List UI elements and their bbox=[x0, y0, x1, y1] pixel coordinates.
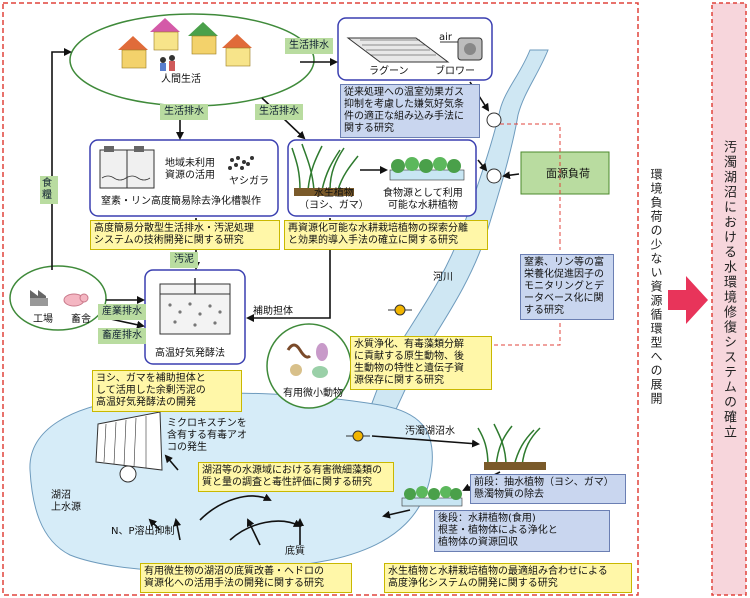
research-decentralized-system: 高度簡易分散型生活排水・汚泥処理 システムの技術開発に関する研究 bbox=[90, 220, 280, 250]
research-hydroponic-search: 再資源化可能な水耕栽培植物の探索分離 と効果的導入手法の確立に関する研究 bbox=[284, 220, 488, 250]
river-node-upper bbox=[486, 112, 502, 128]
label-livestock-wastewater: 畜産排水 bbox=[98, 328, 146, 344]
outer-frame bbox=[2, 2, 639, 596]
research-monitoring: 窒素、リン等の富 栄養化促進因子の モニタリングとデ ータベース化に関 する研究 bbox=[520, 254, 614, 320]
arrow-lake-flow-1 bbox=[199, 493, 272, 521]
lake-outlet-marker bbox=[346, 430, 370, 442]
label-sludge: 汚泥 bbox=[170, 252, 198, 268]
arrow-hydro-to-lake bbox=[382, 509, 411, 519]
skimmer-icon bbox=[95, 411, 163, 483]
big-red-arrow bbox=[668, 276, 708, 324]
yashigara-icon bbox=[228, 156, 254, 170]
house-icon bbox=[188, 22, 218, 55]
label-domestic-wastewater-top: 生活排水 bbox=[285, 38, 333, 54]
arrow-np-2 bbox=[173, 518, 182, 541]
pig-icon bbox=[63, 293, 89, 307]
house-icon bbox=[222, 34, 252, 67]
microorganism-icon bbox=[286, 343, 328, 378]
septic-tank-icon bbox=[99, 146, 155, 189]
label-useful-microorganisms: 有用微小動物 bbox=[283, 388, 343, 399]
arrow-np-1 bbox=[148, 518, 161, 531]
arrow-lake-to-skimmer bbox=[164, 454, 179, 471]
label-river: 河川 bbox=[433, 272, 453, 283]
research-toxic-algae: 湖沼等の水源域における有害微細藻類の 質と量の調査と毒性評価に関する研究 bbox=[198, 462, 394, 492]
label-nonpoint-source: 面源負荷 bbox=[546, 167, 590, 180]
label-hydroponic-plant: 食物源として利用 可能な水耕植物 bbox=[383, 188, 463, 211]
research-surplus-sludge: ヨシ、ガマを補助担体と して活用した余剰汚泥の 高温好気発酵法の開発 bbox=[92, 370, 242, 412]
emergent-plant-icon bbox=[477, 423, 541, 467]
arrow-lake-flow-2 bbox=[229, 519, 302, 541]
label-np-elution: N、P溶出抑制 bbox=[111, 526, 175, 537]
label-food: 食糧 bbox=[40, 176, 58, 204]
label-microcystin: ミクロキスチンを 含有する有毒アオ コの発生 bbox=[167, 418, 247, 453]
research-optimal-combination: 水生植物と水耕栽培植物の最適組み合わせによる 高度浄化システムの開発に関する研究 bbox=[384, 563, 632, 593]
label-lagoon: ラグーン bbox=[369, 66, 409, 77]
nonpoint-source-box bbox=[520, 151, 610, 195]
label-aux-carrier: 補助担体 bbox=[253, 306, 293, 317]
label-rear-stage: 後段：水耕植物(食用) 根茎・植物体による浄化と 植物体の資源回収 bbox=[434, 510, 610, 552]
human-life-ellipse bbox=[69, 13, 315, 107]
label-polluted-lake-water: 汚濁湖沼水 bbox=[405, 426, 455, 437]
lagoon-grid-icon bbox=[360, 39, 436, 56]
label-human-life: 人間生活 bbox=[161, 74, 201, 85]
people-icon bbox=[160, 55, 175, 71]
arrow-sediment-up-1 bbox=[246, 518, 261, 546]
river-node-lower bbox=[486, 168, 502, 184]
label-domestic-wastewater-left: 生活排水 bbox=[160, 104, 208, 120]
factory-icon bbox=[30, 290, 48, 306]
arrow-nonpoint-to-node bbox=[502, 171, 520, 180]
river-node-marker bbox=[388, 304, 412, 316]
right-panel bbox=[711, 2, 747, 596]
blower-icon bbox=[457, 37, 483, 61]
red-dash-1 bbox=[500, 123, 561, 240]
reed-icon bbox=[291, 143, 359, 191]
research-ghg-aerobic: 従来処理への温室効果ガス 抑制を考慮した嫌気好気条 件の適正な組み込み手法に 関… bbox=[340, 84, 480, 138]
label-unused-area: 地域未利用 資源の活用 bbox=[165, 158, 215, 181]
research-sediment-improvement: 有用微生物の湖沼の底質改善・ヘドロの 資源化への活用手法の開発に関する研究 bbox=[140, 563, 352, 593]
label-barn: 畜舎 bbox=[71, 314, 91, 325]
reed-base bbox=[294, 188, 354, 196]
label-industrial-wastewater: 産業排水 bbox=[98, 304, 146, 320]
label-lake-water-source: 湖沼 上水源 bbox=[51, 490, 81, 513]
label-domestic-wastewater-mid: 生活排水 bbox=[255, 104, 303, 120]
arrow-plants-to-node bbox=[477, 159, 488, 172]
hydroponic-icon bbox=[389, 157, 465, 181]
digester-icon bbox=[159, 278, 231, 335]
middle-vertical-text: 環境負荷の少ない資源循環型への展開 bbox=[649, 168, 663, 406]
hydroponic-plant-icon bbox=[401, 486, 463, 507]
emergent-plant-base bbox=[484, 462, 546, 470]
label-factory: 工場 bbox=[33, 314, 53, 325]
label-yashigara: ヤシガラ bbox=[229, 176, 269, 187]
label-thermophilic-digestion: 高温好気発酵法 bbox=[155, 348, 225, 359]
factory-barn-ellipse bbox=[9, 265, 107, 331]
label-aquatic-plant: 水生植物 （ヨシ、ガマ） bbox=[299, 188, 369, 211]
label-blower: ブロワー bbox=[435, 66, 475, 77]
right-vertical-text: 汚濁湖沼における水環境修復システムの確立 bbox=[721, 140, 736, 440]
label-septic-tank: 窒素・リン高度簡易除去浄化槽製作 bbox=[101, 196, 261, 207]
research-protozoa: 水質浄化、有毒藻類分解 に貢献する原生動物、後 生動物の特性と遺伝子資 源保存に… bbox=[350, 336, 492, 390]
label-sediment: 底質 bbox=[285, 546, 305, 557]
house-icon bbox=[118, 36, 148, 69]
house-icon bbox=[150, 18, 180, 51]
label-front-stage: 前段：抽水植物（ヨシ、ガマ） 懸濁物質の除去 bbox=[470, 474, 626, 504]
label-air: air bbox=[439, 32, 453, 43]
arrow-lake-to-plants bbox=[371, 435, 480, 448]
arrow-food-up bbox=[51, 48, 72, 270]
arrow-aux-carrier bbox=[246, 218, 331, 322]
